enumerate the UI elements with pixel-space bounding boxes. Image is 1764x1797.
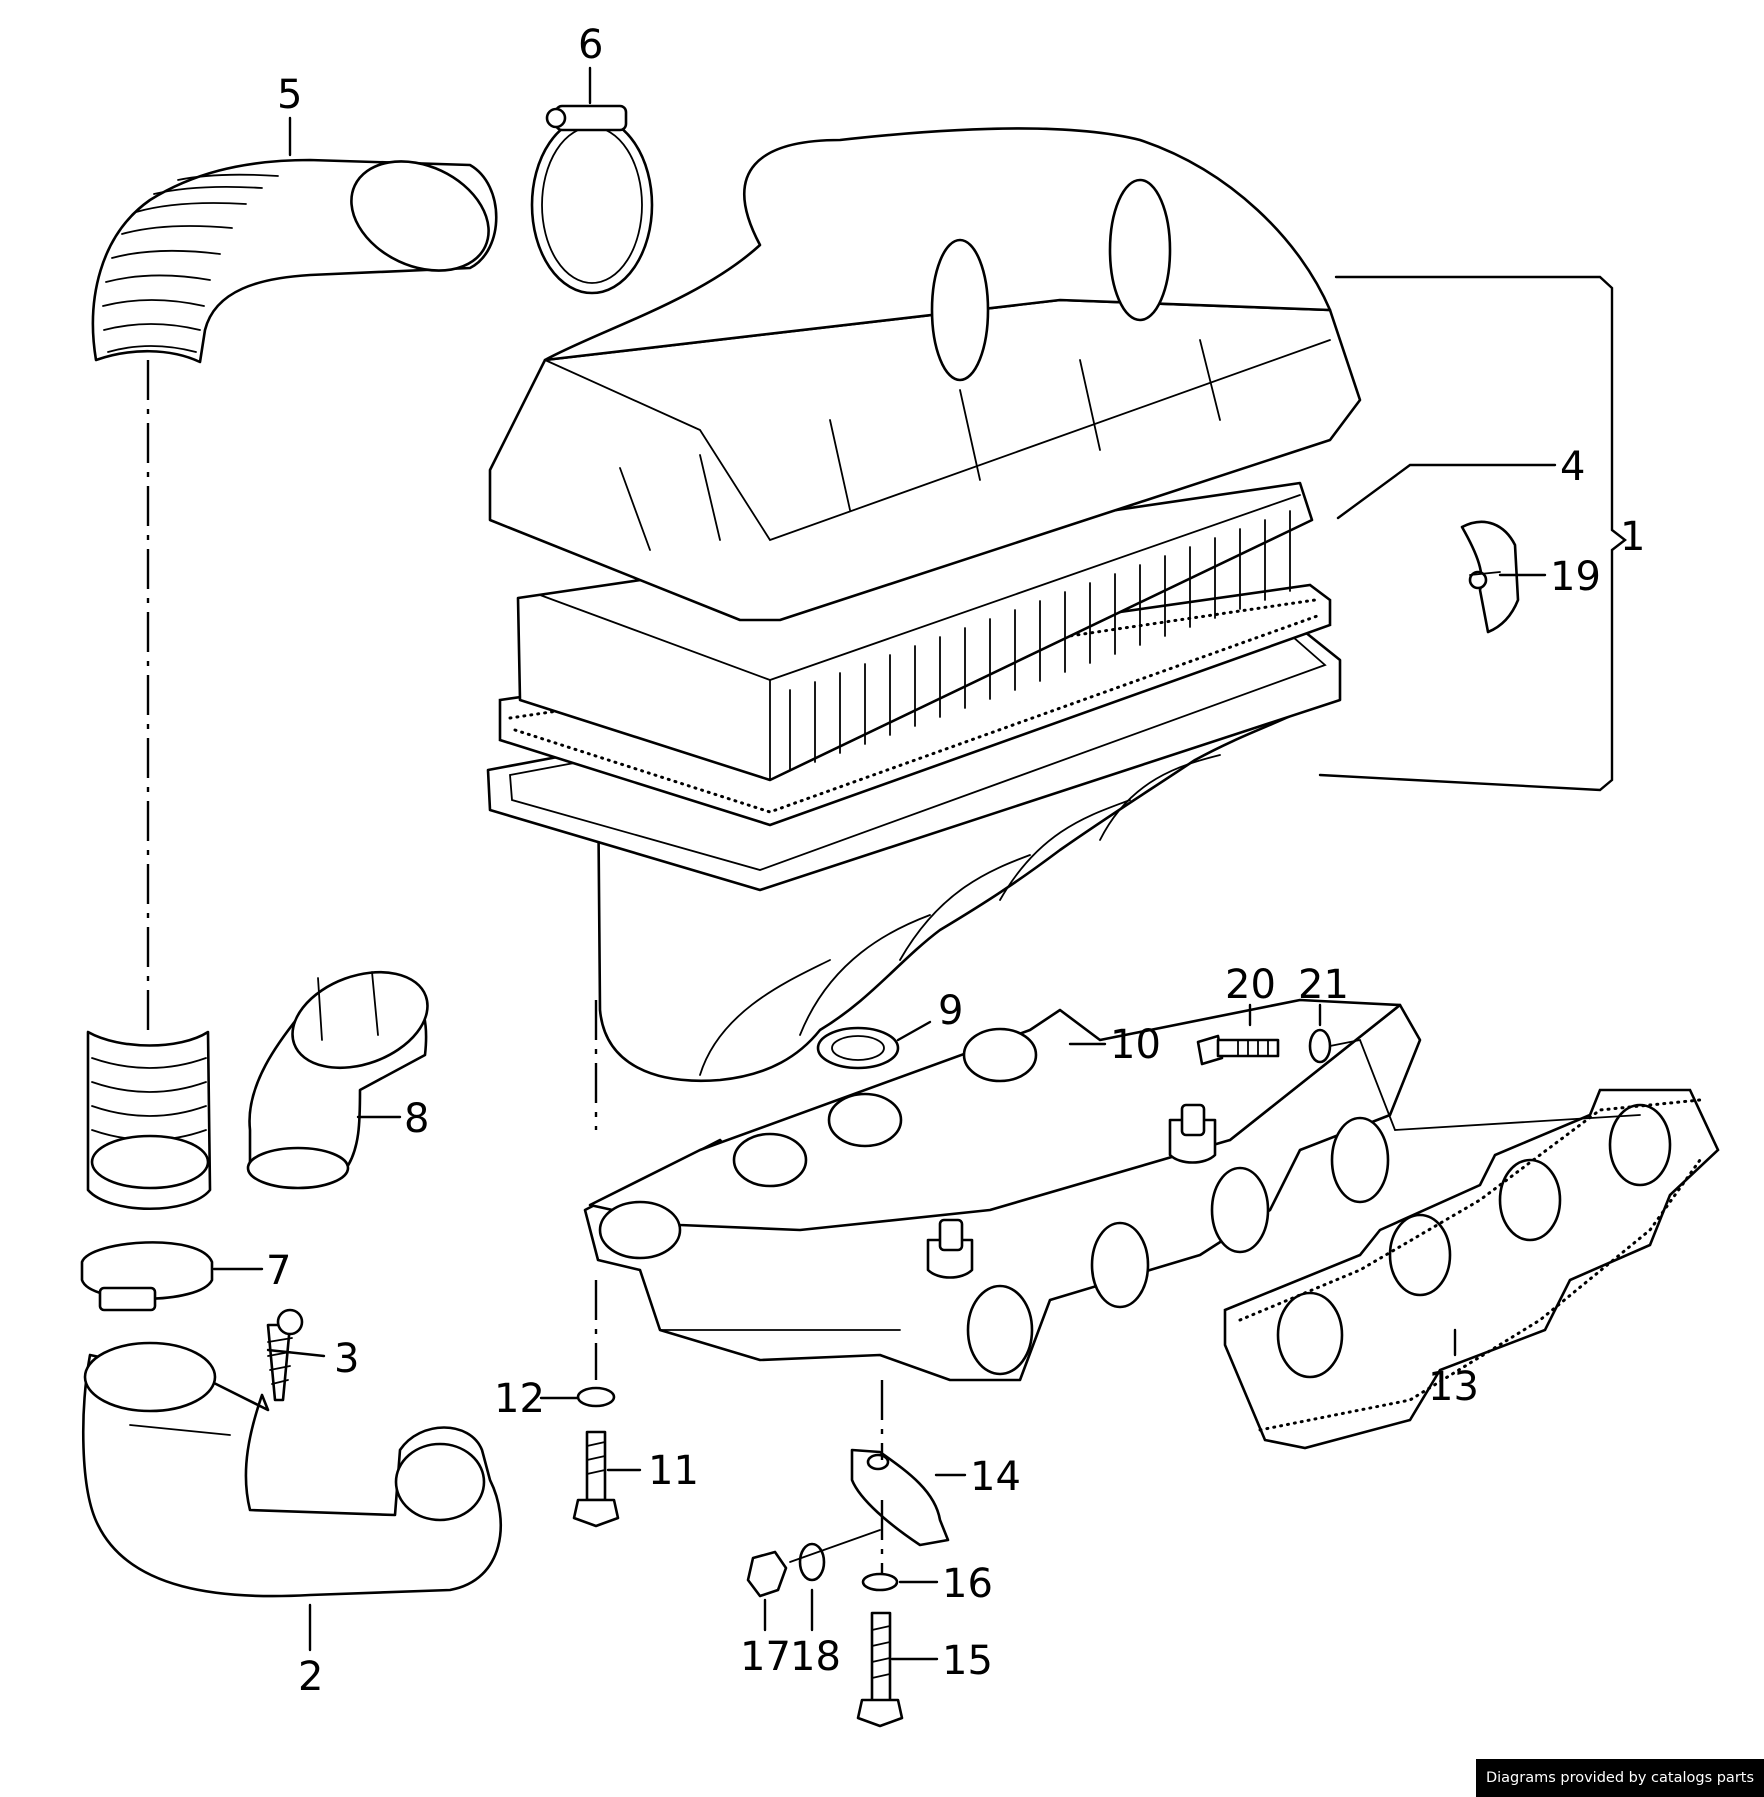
air-cleaner-housing-drawing [486,127,1362,1082]
callout-3: 3 [334,1336,359,1382]
clamp-drawing [80,1241,214,1312]
leader-lines [212,66,1627,1661]
clip-drawing [1460,520,1520,634]
intake-hose-drawing [91,158,498,364]
seal-ring-drawing [816,1026,900,1070]
elbow-hose-drawing [246,970,429,1190]
manifold-gasket-drawing [1223,1088,1720,1450]
callout-10: 10 [1110,1022,1161,1068]
callout-20: 20 [1225,962,1276,1008]
callout-18: 18 [790,1634,841,1680]
alignment-lines [146,360,1641,1575]
intake-manifold-drawing [583,998,1422,1382]
callout-6: 6 [578,22,603,68]
bracket-and-fasteners-drawing [746,1448,950,1728]
air-duct-drawing [81,1341,502,1598]
callout-13: 13 [1428,1364,1479,1410]
callout-15: 15 [942,1638,993,1684]
callout-1: 1 [1620,514,1645,560]
callout-11: 11 [648,1448,699,1494]
catalog-credit-badge: Diagrams provided by catalogs parts [1476,1759,1764,1797]
callout-19: 19 [1550,554,1601,600]
callout-7: 7 [266,1248,291,1294]
callout-8: 8 [404,1096,429,1142]
hose-clamp-drawing [530,104,654,295]
callout-9: 9 [938,988,963,1034]
callout-5: 5 [277,72,302,118]
callout-17: 17 [740,1634,791,1680]
callout-16: 16 [942,1561,993,1607]
screw-drawing [266,1308,304,1402]
lower-bellows-drawing [86,1030,212,1210]
callout-21: 21 [1298,962,1349,1008]
filter-pleats [789,510,1291,771]
callout-4: 4 [1560,444,1585,490]
callout-2: 2 [298,1654,323,1700]
screw-and-washer-drawing [572,1386,620,1528]
callout-12: 12 [494,1376,545,1422]
callout-14: 14 [970,1454,1021,1500]
bolt-and-washer-drawing [1196,1028,1332,1066]
callout-labels: 1 2 3 4 5 6 7 8 9 10 11 12 13 14 15 16 1… [266,22,1645,1700]
